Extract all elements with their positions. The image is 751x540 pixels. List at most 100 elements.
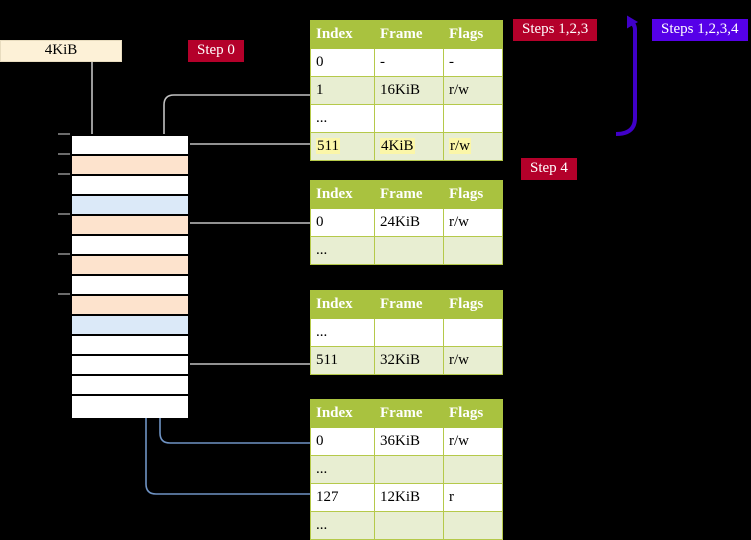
cell-index: ... xyxy=(310,511,375,540)
cell-text: 0 xyxy=(316,433,324,449)
cell-flags: r/w xyxy=(443,208,503,237)
cell-flags: r/w xyxy=(443,132,503,161)
cell-text: 0 xyxy=(316,214,324,230)
memory-row xyxy=(72,316,188,336)
page-table-pt: Index Frame Flags 0 36KiB r/w ... 127 12… xyxy=(310,399,503,540)
memory-row xyxy=(72,136,188,156)
badge-step-0: Step 0 xyxy=(188,40,244,62)
cell-text: ... xyxy=(316,517,328,533)
cell-text: 0 xyxy=(316,54,324,70)
table-header-row: Index Frame Flags xyxy=(310,399,503,428)
cell-flags: r/w xyxy=(443,427,503,456)
cell-index: ... xyxy=(310,236,375,265)
cell-frame xyxy=(374,455,444,484)
badge-label: Step 4 xyxy=(530,160,568,176)
column-header-flags: Flags xyxy=(443,180,503,209)
badge-steps-1-2-3-4: Steps 1,2,3,4 xyxy=(652,19,748,41)
connector-pdpt-to-memory xyxy=(177,222,310,262)
cell-text: 511 xyxy=(316,352,338,368)
cell-text: 1 xyxy=(316,82,324,98)
page-table-pdpt: Index Frame Flags 0 24KiB r/w ... xyxy=(310,180,503,265)
cell-flags: - xyxy=(443,48,503,77)
memory-row xyxy=(72,296,188,316)
column-header-index: Index xyxy=(310,399,375,428)
badge-step-4: Step 4 xyxy=(521,158,577,180)
physical-memory-column xyxy=(70,134,190,418)
cell-text: 36KiB xyxy=(380,433,421,449)
column-header-flags: Flags xyxy=(443,290,503,319)
cell-flags xyxy=(443,104,503,133)
badge-label: Steps 1,2,3 xyxy=(522,21,589,37)
badge-label: Steps 1,2,3,4 xyxy=(661,21,739,37)
cell-flags xyxy=(443,236,503,265)
memory-row xyxy=(72,236,188,256)
cell-frame xyxy=(374,104,444,133)
memory-tick xyxy=(58,253,70,255)
cell-frame: 16KiB xyxy=(374,76,444,105)
cell-index: ... xyxy=(310,455,375,484)
table-header-row: Index Frame Flags xyxy=(310,20,503,49)
cell-text: r/w xyxy=(449,352,469,368)
connector-steps-bracket xyxy=(615,15,638,136)
cell-frame: 32KiB xyxy=(374,346,444,375)
column-header-frame: Frame xyxy=(374,20,444,49)
cell-index: 0 xyxy=(310,208,375,237)
table-row: 1 16KiB r/w xyxy=(310,76,503,105)
memory-row xyxy=(72,396,188,418)
cell-text: 12KiB xyxy=(380,489,421,505)
cell-text: 16KiB xyxy=(380,82,421,98)
table-header-row: Index Frame Flags xyxy=(310,290,503,319)
cell-frame: 36KiB xyxy=(374,427,444,456)
cell-text: ... xyxy=(316,324,328,340)
cell-text: 32KiB xyxy=(380,352,421,368)
diagram-canvas: 4KiB Step 0 Steps 1,2,3 Steps 1,2,3,4 St… xyxy=(0,15,748,540)
cell-index: 0 xyxy=(310,48,375,77)
cell-frame xyxy=(374,511,444,540)
memory-row xyxy=(72,376,188,396)
page-table-pml4: Index Frame Flags 0 - - 1 16KiB r/w ... xyxy=(310,20,503,161)
column-header-flags: Flags xyxy=(443,399,503,428)
cell-text: - xyxy=(380,54,385,70)
column-header-frame: Frame xyxy=(374,180,444,209)
cell-index: ... xyxy=(310,318,375,347)
cell-frame: 4KiB xyxy=(374,132,444,161)
cell-index: 511 xyxy=(310,346,375,375)
memory-size-text: 4KiB xyxy=(44,42,78,58)
memory-row xyxy=(72,196,188,216)
cell-text: r xyxy=(449,489,454,505)
cell-index: 127 xyxy=(310,483,375,512)
table-row-highlighted: 511 4KiB r/w xyxy=(310,132,503,161)
page-table-pd: Index Frame Flags ... 511 32KiB r/w xyxy=(310,290,503,375)
memory-tick xyxy=(58,173,70,175)
cell-frame: - xyxy=(374,48,444,77)
table-row: 0 24KiB r/w xyxy=(310,208,503,237)
cell-text: r/w xyxy=(449,82,469,98)
table-row: ... xyxy=(310,104,503,133)
table-row: 127 12KiB r xyxy=(310,483,503,512)
connector-pd-to-memory xyxy=(173,312,310,365)
cell-text: 511 xyxy=(316,138,340,154)
memory-row xyxy=(72,156,188,176)
table-row: ... xyxy=(310,455,503,484)
table-row: ... xyxy=(310,318,503,347)
cell-flags xyxy=(443,318,503,347)
cell-flags: r/w xyxy=(443,76,503,105)
cell-text: ... xyxy=(316,461,328,477)
cell-text: r/w xyxy=(449,138,471,154)
memory-tick xyxy=(58,133,70,135)
memory-row xyxy=(72,336,188,356)
table-row: 511 32KiB r/w xyxy=(310,346,503,375)
cell-flags: r/w xyxy=(443,346,503,375)
memory-row xyxy=(72,356,188,376)
table-row: ... xyxy=(310,236,503,265)
cell-text: ... xyxy=(316,242,328,258)
cell-text: r/w xyxy=(449,433,469,449)
table-row: 0 - - xyxy=(310,48,503,77)
column-header-frame: Frame xyxy=(374,290,444,319)
memory-row xyxy=(72,176,188,196)
memory-row xyxy=(72,276,188,296)
memory-tick xyxy=(58,213,70,215)
cell-frame: 24KiB xyxy=(374,208,444,237)
column-header-index: Index xyxy=(310,20,375,49)
cell-text: 4KiB xyxy=(380,138,415,154)
